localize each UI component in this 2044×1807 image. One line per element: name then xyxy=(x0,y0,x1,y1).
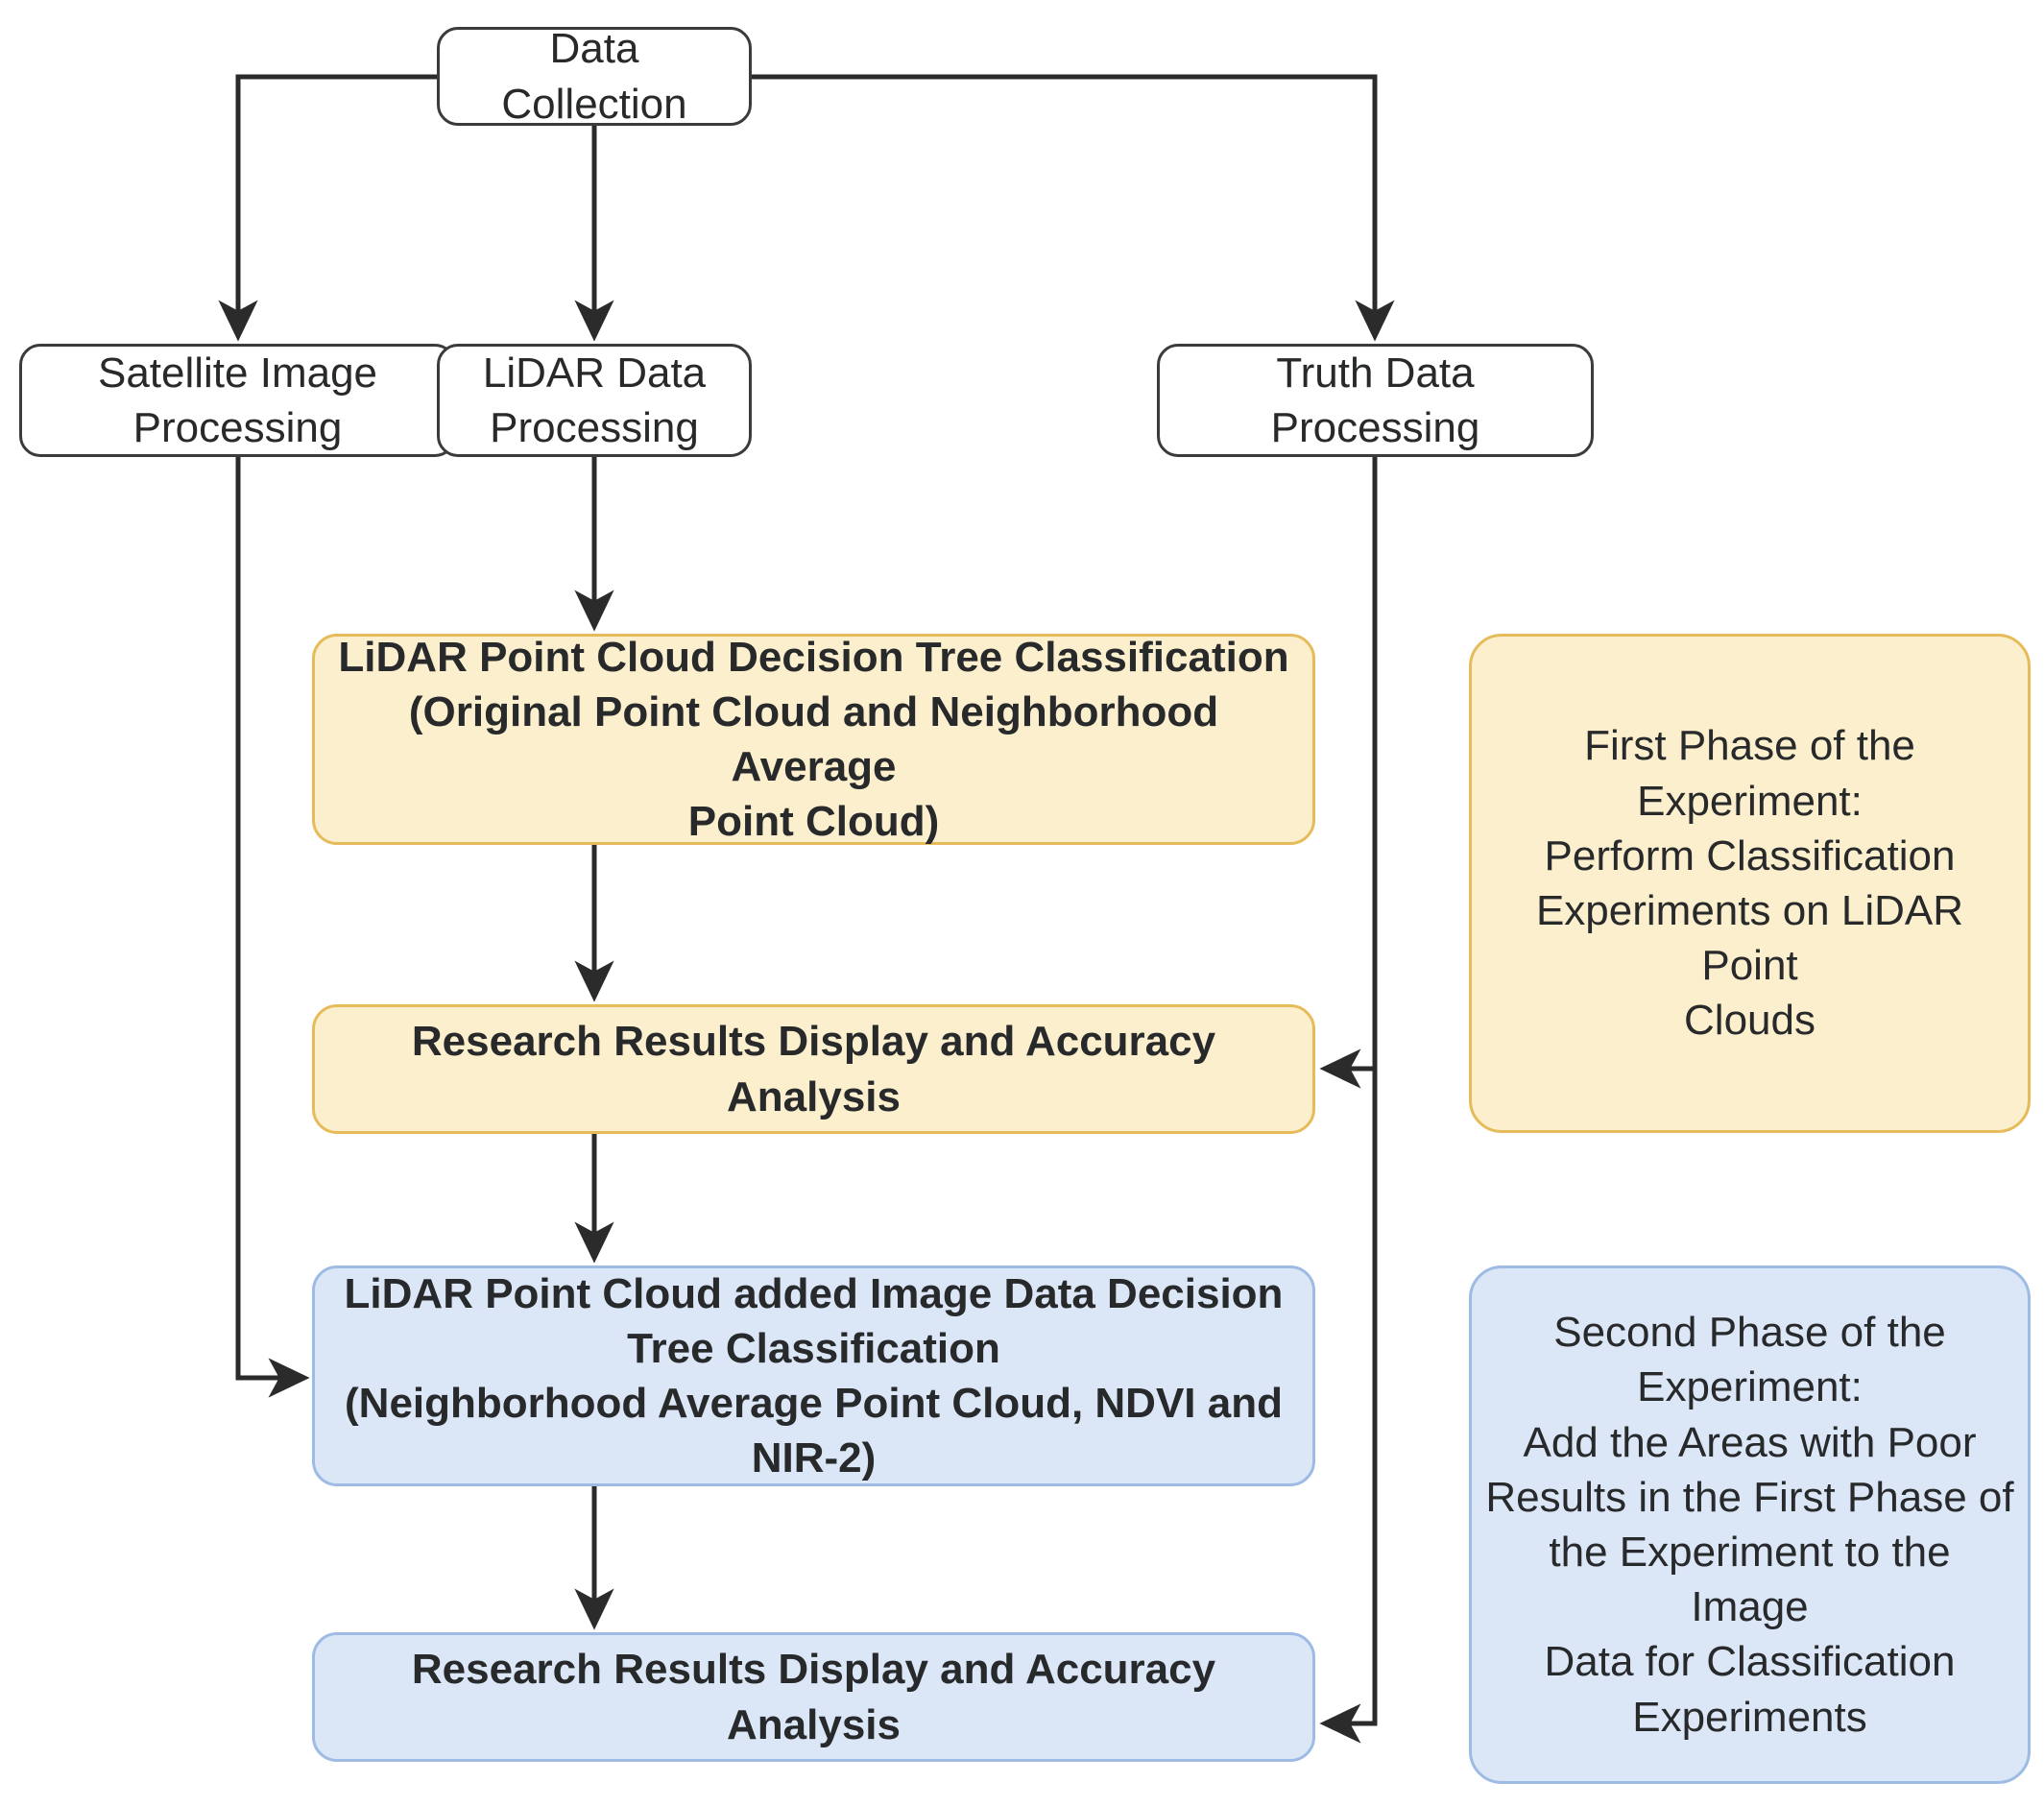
node-lidar-data-processing[interactable]: LiDAR Data Processing xyxy=(437,344,752,457)
edge-satellite-to-image-decision-tree xyxy=(235,457,310,1398)
note-first-phase-of-the-experiment-label: First Phase of the Experiment: Perform C… xyxy=(1535,722,1964,1045)
node-research-results-display-and-accuracy-analysis-second[interactable]: Research Results Display and Accuracy An… xyxy=(312,1632,1315,1762)
note-first-phase-of-the-experiment[interactable]: First Phase of the Experiment: Perform C… xyxy=(1469,634,2031,1133)
node-lidar-data-processing-label: LiDAR Data Processing xyxy=(482,349,707,451)
node-research-results-display-and-accuracy-analysis-first-label: Research Results Display and Accuracy An… xyxy=(411,1018,1216,1120)
edge-data-collection-to-truth xyxy=(752,74,1395,342)
edge-data-collection-to-satellite xyxy=(218,74,437,342)
edge-truth-to-results-one xyxy=(1319,457,1378,1089)
note-second-phase-of-the-experiment[interactable]: Second Phase of the Experiment: Add the … xyxy=(1469,1265,2031,1784)
note-second-phase-of-the-experiment-label: Second Phase of the Experiment: Add the … xyxy=(1485,1309,2014,1741)
node-research-results-display-and-accuracy-analysis-second-label: Research Results Display and Accuracy An… xyxy=(411,1646,1216,1748)
node-satellite-image-processing[interactable]: Satellite Image Processing xyxy=(19,344,456,457)
node-research-results-display-and-accuracy-analysis-first[interactable]: Research Results Display and Accuracy An… xyxy=(312,1004,1315,1134)
edge-truth-to-results-two xyxy=(1319,1069,1378,1744)
node-truth-data-processing-label: Truth Data Processing xyxy=(1270,349,1480,451)
node-data-collection[interactable]: Data Collection xyxy=(437,25,752,128)
node-lidar-point-cloud-decision-tree-classification-label: LiDAR Point Cloud Decision Tree Classifi… xyxy=(338,633,1289,846)
node-lidar-point-cloud-added-image-data-decision-tree-classification[interactable]: LiDAR Point Cloud added Image Data Decis… xyxy=(312,1265,1315,1486)
node-satellite-image-processing-label: Satellite Image Processing xyxy=(97,349,378,451)
node-data-collection-label: Data Collection xyxy=(501,25,687,128)
node-lidar-point-cloud-decision-tree-classification[interactable]: LiDAR Point Cloud Decision Tree Classifi… xyxy=(312,634,1315,845)
node-truth-data-processing[interactable]: Truth Data Processing xyxy=(1157,344,1594,457)
node-lidar-point-cloud-added-image-data-decision-tree-classification-label: LiDAR Point Cloud added Image Data Decis… xyxy=(344,1269,1284,1482)
